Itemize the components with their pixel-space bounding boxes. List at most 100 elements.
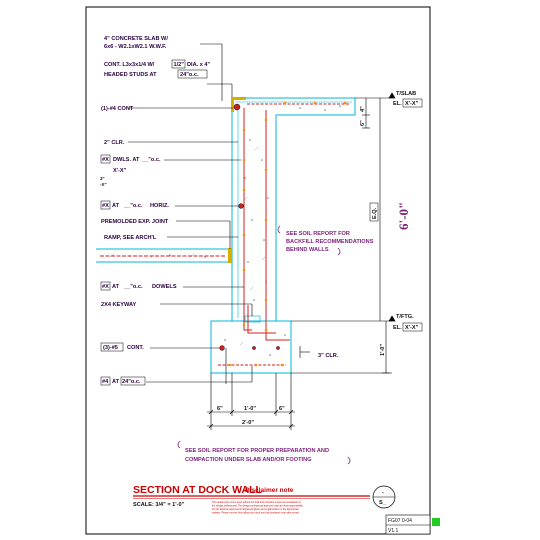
label-bot-spacing: 24"o.c. xyxy=(122,379,141,385)
section-marker-bottom: S_ xyxy=(379,500,387,506)
label-premolded: PREMOLDED EXP. JOINT xyxy=(101,219,169,225)
disclaimer-line-4: website. Please remove this callout text… xyxy=(212,512,300,515)
dim-ftg-total: 2'-0" xyxy=(242,420,254,426)
leader-lines xyxy=(128,43,253,384)
label-horiz-spacing: __"o.c. xyxy=(123,203,143,209)
dowel-bar xyxy=(243,108,252,331)
disclaimer-line-2: the design professional. The design prof… xyxy=(212,505,304,508)
disclaimer-heading: Disclaimer note xyxy=(245,487,294,494)
slab-elev-value: X'-X" xyxy=(405,101,419,107)
label-angle-1: CONT. L3x3x1/4 W/ xyxy=(104,62,155,68)
dowel-hook xyxy=(247,305,276,334)
titleblock-version: V1.1 xyxy=(388,528,399,534)
rebar-dots xyxy=(219,103,280,351)
dowels-bar-box xyxy=(100,281,111,291)
label-clr2: 2" CLR. xyxy=(104,140,125,146)
ftg-elev-value: X'-X" xyxy=(405,325,419,331)
angle-spacing-box xyxy=(177,69,208,79)
ftg-elev-label: T/FTG. xyxy=(396,314,414,320)
titleblock-code: FG07 0-04 xyxy=(388,518,412,524)
dim-wall-height: 6'-0" xyxy=(396,202,411,230)
label-cont3-text: CONT. xyxy=(127,345,144,351)
label-ramp: RAMP, SEE ARCH'L xyxy=(104,235,157,241)
status-marker xyxy=(432,518,440,526)
label-dowels-text: DOWELS xyxy=(152,284,177,290)
dim-slab-thk: 4" xyxy=(360,106,366,112)
label-dwls-small: 3" xyxy=(100,176,105,181)
label-dwls-dim: X'-X" xyxy=(113,168,127,174)
label-angle-1b: DIA. x 4" xyxy=(187,62,211,68)
label-soil2-1: SEE SOIL REPORT FOR PROPER PREPARATION A… xyxy=(185,448,329,454)
vertical-bar xyxy=(265,110,290,341)
label-dwls-spacing: __"o.c. xyxy=(141,157,161,163)
label-soil1-3: BEHIND WALLS xyxy=(286,247,329,253)
disclaimer-line-3: for this detail as approved in Engineeri… xyxy=(212,508,300,511)
disclaimer-line-1: This detail must not be used without the… xyxy=(212,501,302,504)
cloud-mark-3 xyxy=(177,440,181,449)
label-keyway: 2X4 KEYWAY xyxy=(101,302,137,308)
dwls-bar-box xyxy=(100,154,111,164)
label-angle-dia: 1/2" xyxy=(174,62,185,68)
bar-cont3 xyxy=(219,345,225,351)
footing-dimensions xyxy=(207,373,295,430)
expansion-joint xyxy=(228,248,232,263)
label-dwls-text: DWLS. AT xyxy=(113,157,140,163)
bot-bar-box xyxy=(100,376,111,386)
labels: 4" CONCRETE SLAB W/ 6x6 - W2.1xW2.1 W.W.… xyxy=(100,36,374,465)
dim-ftg-left: 6" xyxy=(217,406,223,412)
sheet-border xyxy=(85,6,431,535)
label-horiz-at: AT xyxy=(112,203,120,209)
cloud-mark-1 xyxy=(277,225,281,234)
label-bot-bar: #4 xyxy=(102,379,109,385)
label-horiz-bar: #X xyxy=(102,203,109,209)
titleblock-box xyxy=(385,514,431,535)
cont3-bar-box xyxy=(100,342,124,352)
elevation-markers xyxy=(291,92,396,374)
bar-horiz xyxy=(238,203,244,209)
drawing-title: SECTION AT DOCK WALL xyxy=(133,484,262,496)
label-angle-2: HEADED STUDS AT xyxy=(104,72,157,78)
label-dwls-bar: #X xyxy=(102,157,109,163)
drawing-scale: SCALE: 3/4" = 1'-0" xyxy=(133,502,185,508)
dim-ftg-thk: 1'-0" xyxy=(380,344,386,356)
label-cont3-bar: (3)-#5 xyxy=(103,345,118,351)
label-soil1-2: BACKFILL RECOMMENDATIONS xyxy=(286,239,374,245)
label-angle-spacing: 24"o.c. xyxy=(180,72,199,78)
label-slab-1: 4" CONCRETE SLAB W/ xyxy=(104,36,168,42)
section-marker-top: - xyxy=(382,490,384,496)
eq-box xyxy=(369,202,379,222)
dim-slab-thk2: 6" xyxy=(360,120,366,126)
slab-elev-label: T/SLAB xyxy=(396,91,416,97)
label-dwls-small2: -X" xyxy=(100,182,107,187)
bot-spacing-box xyxy=(120,376,146,386)
ftg-elev-el: EL. xyxy=(393,325,402,331)
cloud-mark-2 xyxy=(337,247,341,256)
dim-ftg-mid: 1'-0" xyxy=(244,406,256,412)
label-bot-at: AT xyxy=(112,379,120,385)
ftg-elev-box xyxy=(402,322,423,332)
label-dowels-bar: #X xyxy=(102,284,109,290)
footing-outline xyxy=(210,320,292,374)
cloud-mark-4 xyxy=(347,456,351,465)
keyway-outline xyxy=(244,315,261,323)
label-soil1-1: SEE SOIL REPORT FOR xyxy=(286,231,350,237)
label-soil2-2: COMPACTION UNDER SLAB AND/OR FOOTING xyxy=(185,457,311,463)
label-dowels-spacing: __"o.c. xyxy=(123,284,143,290)
concrete-hatch xyxy=(129,105,341,356)
label-horiz-text: HORIZ. xyxy=(150,203,169,209)
slab-elev-box xyxy=(402,98,423,108)
angle-dia-box xyxy=(171,59,186,69)
slab-elev-el: EL. xyxy=(393,101,402,107)
rebar xyxy=(100,103,350,366)
horiz-bar-box xyxy=(100,200,111,210)
dim-ftg-right: 6" xyxy=(279,406,285,412)
bar-cont4 xyxy=(233,103,241,111)
label-slab-2: 6x6 - W2.1xW2.1 W.W.F. xyxy=(104,44,167,50)
steel-angle xyxy=(231,97,246,112)
label-dowels-at: AT xyxy=(112,284,120,290)
label-clr3: 3" CLR. xyxy=(318,353,339,359)
dim-side-marker: E.Q. xyxy=(372,207,378,219)
rebar-orange-dots xyxy=(228,101,347,367)
label-cont4: (1)-#4 CONT xyxy=(101,106,134,112)
